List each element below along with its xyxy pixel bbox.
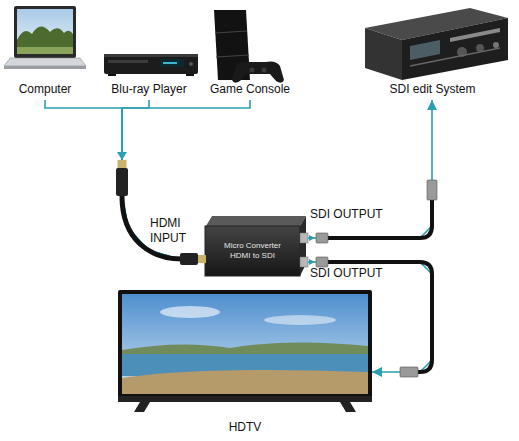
tv-illustration-part [160, 306, 220, 318]
sdi-system-illustration-part [450, 28, 500, 42]
hdmi-cable-part [198, 255, 206, 263]
tv-illustration-part [340, 402, 356, 412]
computer-device: Computer [2, 4, 88, 100]
tv-illustration-part [122, 342, 368, 356]
laptop-illustration-part [4, 58, 86, 66]
hdmi-cable [116, 152, 206, 265]
tv-illustration-part [134, 402, 150, 412]
device-label: HDTV [229, 421, 262, 435]
bluray-illustration-part [186, 74, 194, 76]
signal-connector [122, 100, 205, 259]
sdi-cable-part [316, 233, 328, 243]
device-label: Game Console [210, 83, 290, 97]
bluray-illustration-part [108, 60, 148, 63]
tv-illustration-part [264, 315, 336, 325]
converter-illustration-part [300, 233, 308, 243]
sdi-system-illustration-part [493, 42, 499, 48]
hdmi-cable-part [116, 168, 128, 196]
signal-connector [300, 100, 432, 238]
bluray-illustration-part [108, 74, 116, 76]
laptop-illustration-part [17, 47, 73, 54]
laptop-illustration-part [17, 26, 73, 54]
sdi-cable-part [309, 235, 315, 241]
hdmi-cable-part [180, 253, 198, 265]
device-label: Computer [19, 83, 72, 97]
console-illustration-part [232, 62, 284, 83]
sdi-system-illustration-part [365, 28, 402, 80]
tv-illustration-part [118, 396, 372, 402]
sdi-system-illustration-part [410, 48, 500, 66]
console-illustration-part [262, 68, 267, 73]
laptop-illustration [4, 6, 86, 69]
laptop-illustration-part [17, 9, 73, 54]
tv-illustration-part [122, 370, 368, 394]
converter-illustration-part [205, 226, 300, 276]
laptop-illustration-part [14, 6, 76, 58]
converter-box: Micro Converter HDMI to SDI [205, 226, 300, 276]
port-label: SDI OUTPUT [310, 266, 400, 281]
game-console: Game Console [204, 4, 296, 100]
bluray-illustration-part [104, 54, 198, 74]
hdmi-cable-part [117, 152, 127, 160]
port-label: HDMI INPUT [150, 216, 194, 246]
console-illustration-part [216, 55, 249, 57]
hdtv-display: HDTV [118, 288, 372, 438]
bluray-player: Blu-ray Player [96, 4, 202, 100]
bluray-illustration-part [104, 54, 198, 57]
sdi-system-illustration-part [410, 40, 440, 60]
bluray-illustration-part [163, 62, 177, 64]
sdi-system-illustration [365, 8, 508, 80]
port-label: SDI OUTPUT [310, 207, 400, 222]
converter-illustration-part [300, 257, 308, 267]
device-label: Micro Converter HDMI to SDI [224, 241, 282, 262]
console-illustration [214, 10, 284, 83]
hdmi-cable-part [118, 160, 127, 169]
laptop-illustration-part [4, 66, 86, 69]
sdi-cable-part [400, 367, 418, 377]
converter-illustration [205, 216, 308, 276]
sdi-cable-part [427, 180, 437, 200]
bluray-illustration-part [160, 59, 184, 67]
tv-illustration-part [122, 294, 368, 394]
sdi-edit-system: SDI edit System [350, 4, 515, 100]
device-label: SDI edit System [389, 83, 475, 97]
converter-illustration-part [206, 216, 306, 226]
sdi-cable-part [316, 257, 328, 267]
device-label: Blu-ray Player [111, 83, 186, 97]
tv-illustration-part [118, 290, 372, 402]
sdi-system-illustration-part [402, 18, 508, 80]
console-illustration-part [215, 31, 247, 33]
tv-illustration [118, 290, 372, 412]
bluray-illustration [104, 54, 198, 76]
signal-connector [45, 100, 205, 259]
bluray-illustration-part [189, 62, 193, 66]
console-illustration-part [250, 68, 255, 73]
sdi-cable-part [309, 259, 315, 265]
